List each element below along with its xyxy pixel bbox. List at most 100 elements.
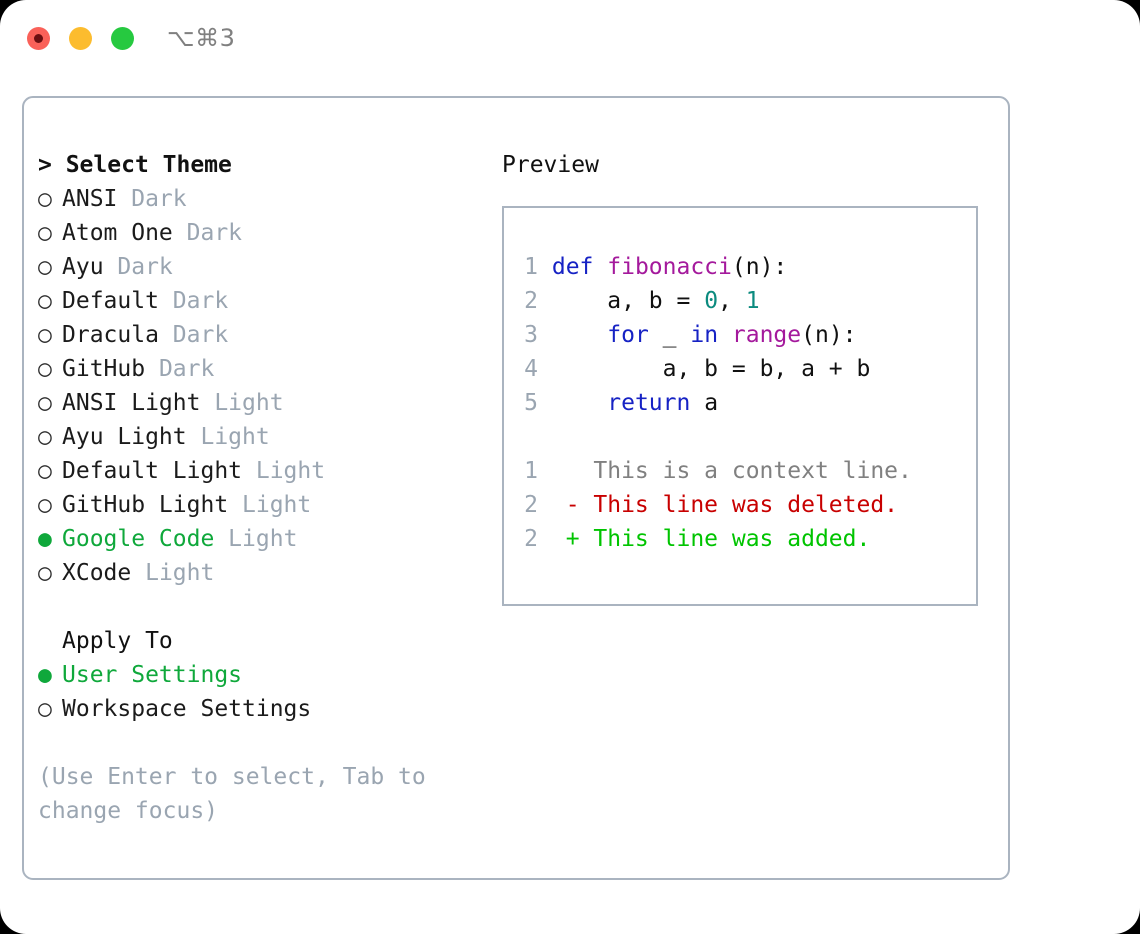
radio-unselected-icon: ○ — [38, 356, 52, 382]
theme-variant-badge: Light — [200, 390, 284, 416]
theme-option-label: Dracula — [62, 322, 159, 348]
line-number: 3 — [524, 322, 538, 348]
code-line: 3 for _ in range(n): — [516, 318, 970, 352]
prompt-caret: > — [38, 152, 66, 178]
theme-option-label: XCode — [62, 560, 132, 586]
theme-option-label: Ayu Light — [62, 424, 187, 450]
theme-option-github-light[interactable]: ○GitHub Light Light — [38, 488, 488, 522]
title-bar: ⌥⌘3 — [0, 0, 1140, 78]
code-token: _ — [662, 322, 691, 348]
theme-option-ansi-light[interactable]: ○ ANSI Light Light — [38, 386, 488, 420]
apply-to-option-workspace-settings[interactable]: ○Workspace Settings — [38, 692, 488, 726]
code-token: a — [704, 390, 719, 416]
code-token: a, b = — [551, 288, 705, 314]
code-token: 1 — [745, 288, 760, 314]
theme-variant-badge: Light — [214, 526, 298, 552]
diff-line-number: 1 — [524, 458, 538, 484]
theme-option-ansi[interactable]: ○ANSI Dark — [38, 182, 488, 216]
theme-option-label: Atom One — [62, 220, 173, 246]
line-gap — [538, 322, 552, 348]
theme-option-github[interactable]: ○ GitHub Dark — [38, 352, 488, 386]
radio-unselected-icon: ○ — [38, 288, 52, 314]
minimize-button[interactable] — [69, 27, 92, 50]
theme-variant-badge: Dark — [172, 220, 243, 246]
theme-option-atom-one[interactable]: ○ Atom One Dark — [38, 216, 488, 250]
theme-variant-badge: Dark — [145, 356, 215, 382]
theme-variant-badge: Light — [242, 458, 326, 484]
theme-option-ayu[interactable]: ○Ayu Dark — [38, 250, 488, 284]
diff-line-number: 2 — [524, 492, 538, 518]
theme-variant-badge: Light — [186, 424, 270, 450]
code-token: return — [551, 390, 705, 416]
theme-option-label: ANSI — [62, 186, 118, 212]
radio-selected-icon: ● — [38, 526, 52, 552]
theme-option-google-code[interactable]: ● Google Code Light — [38, 522, 488, 556]
line-gap — [538, 288, 552, 314]
window-controls — [27, 27, 134, 50]
diff-marker: - — [538, 492, 594, 518]
code-line: 2 a, b = 0, 1 — [516, 284, 970, 318]
radio-unselected-icon: ○ — [38, 322, 52, 348]
code-line: 1 def fibonacci(n): — [516, 250, 970, 284]
theme-option-label: GitHub — [62, 356, 146, 382]
diff-line-text: This is a context line. — [593, 458, 912, 484]
code-token: fibonacci — [607, 254, 732, 280]
code-token: a, b = b, a + b — [551, 356, 871, 382]
theme-option-label: ANSI Light — [62, 390, 201, 416]
radio-unselected-icon: ○ — [38, 424, 52, 450]
diff-line: 2 - This line was deleted. — [516, 488, 970, 522]
theme-option-ayu-light[interactable]: ○ Ayu Light Light — [38, 420, 488, 454]
apply-to-option-user-settings[interactable]: ●User Settings — [38, 658, 488, 692]
line-number: 5 — [524, 390, 538, 416]
page-title: > Select Theme — [38, 148, 488, 182]
theme-option-label: Ayu — [62, 254, 104, 280]
theme-variant-badge: Dark — [117, 186, 187, 212]
radio-unselected-icon: ○ — [38, 390, 52, 416]
theme-option-label: GitHub Light — [62, 492, 229, 518]
radio-unselected-icon: ○ — [38, 220, 52, 246]
radio-selected-icon: ● — [38, 662, 52, 688]
theme-option-label: Default Light — [62, 458, 243, 484]
theme-option-xcode[interactable]: ○ XCode Light — [38, 556, 488, 590]
line-number: 4 — [524, 356, 538, 382]
preview-title: Preview — [502, 152, 599, 178]
main-panel: > Select Theme ○ANSI Dark○Atom One Dark○… — [22, 96, 1010, 880]
theme-option-label: Default — [62, 288, 159, 314]
apply-to-option-list: ●User Settings○Workspace Settings — [38, 658, 488, 726]
theme-variant-badge: Dark — [158, 288, 229, 314]
theme-variant-badge: Light — [228, 492, 312, 518]
line-gap — [538, 356, 552, 382]
line-number: 2 — [524, 288, 538, 314]
diff-line-text: This line was added. — [593, 526, 871, 552]
close-button[interactable] — [27, 27, 50, 50]
theme-option-dracula[interactable]: ○Dracula Dark — [38, 318, 488, 352]
radio-unselected-icon: ○ — [38, 560, 52, 586]
code-token: 0 — [704, 288, 719, 314]
radio-unselected-icon: ○ — [38, 458, 52, 484]
theme-picker-column: > Select Theme ○ANSI Dark○Atom One Dark○… — [38, 148, 488, 828]
preview-column: Preview 1 def fibonacci(n):2 a, b = 0, 1… — [502, 148, 992, 606]
apply-to-option-label: Workspace Settings — [62, 696, 312, 722]
diff-marker — [538, 458, 593, 484]
code-line: 4 a, b = b, a + b — [516, 352, 970, 386]
theme-option-list: ○ANSI Dark○Atom One Dark○Ayu Dark○Defaul… — [38, 182, 488, 590]
theme-variant-badge: Light — [131, 560, 215, 586]
theme-variant-badge: Dark — [103, 254, 173, 280]
theme-option-default-light[interactable]: ○ Default Light Light — [38, 454, 488, 488]
code-token: (n): — [801, 322, 857, 348]
theme-option-label: Google Code — [62, 526, 215, 552]
line-gap — [538, 254, 552, 280]
diff-line: 1 This is a context line. — [516, 454, 970, 488]
list-spacer — [38, 590, 488, 624]
maximize-button[interactable] — [111, 27, 134, 50]
line-gap — [538, 390, 552, 416]
diff-line: 2 + This line was added. — [516, 522, 970, 556]
apply-to-heading: Apply To — [62, 628, 173, 654]
theme-option-default[interactable]: ○ Default Dark — [38, 284, 488, 318]
code-token: range — [731, 322, 802, 348]
code-token: in — [690, 322, 732, 348]
